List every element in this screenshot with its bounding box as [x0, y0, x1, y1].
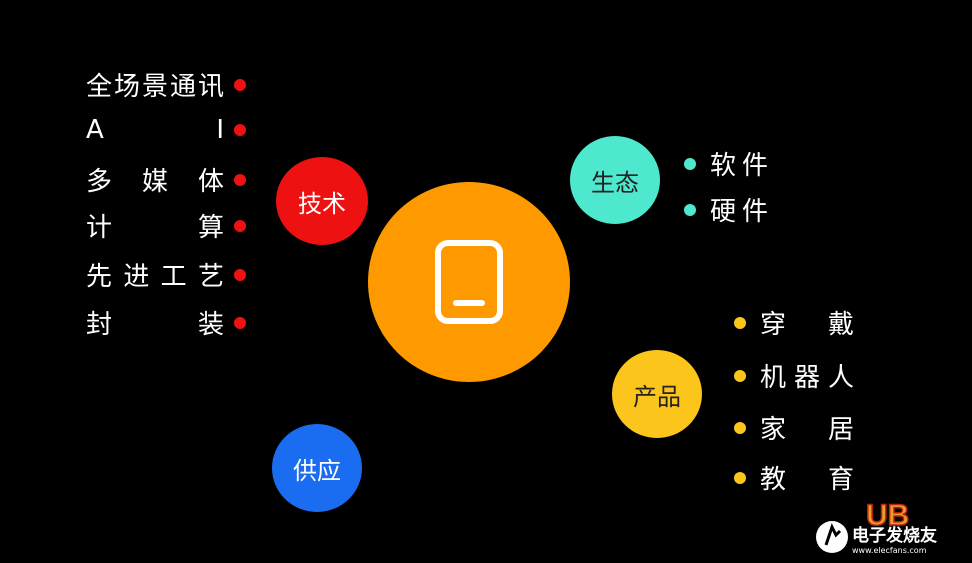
tech-item-label: 先进工艺 — [86, 262, 224, 292]
tech-item: 封装 — [86, 304, 246, 341]
red-bullet-dot — [234, 78, 246, 91]
teal-bullet-dot — [684, 157, 696, 170]
svg-text:电子发烧友: 电子发烧友 — [852, 525, 937, 546]
tech-label: 技术 — [298, 189, 346, 218]
tech-item: 多媒体 — [86, 161, 246, 198]
supply-label: 供应 — [293, 456, 341, 485]
product-item: 穿戴 — [734, 304, 854, 341]
yellow-bullet-dot — [734, 471, 746, 484]
tech-item-label: 全场景通讯 — [86, 72, 224, 102]
tech-item: 先进工艺 — [86, 256, 246, 293]
supply-circle: 供应 — [272, 424, 362, 512]
ecosystem-label: 生态 — [591, 168, 639, 197]
tablet-icon — [435, 240, 503, 324]
ecosystem-item: 硬件 — [684, 191, 768, 228]
product-item: 教育 — [734, 459, 854, 496]
product-item-label: 家居 — [760, 415, 854, 445]
tech-item-label: 计算 — [86, 213, 224, 243]
red-bullet-dot — [234, 268, 246, 281]
elecfans-watermark-logo: UB 电子发烧友 www.elecfans.com — [816, 498, 937, 555]
product-circle: 产品 — [612, 350, 702, 438]
yellow-bullet-dot — [734, 316, 746, 329]
yellow-bullet-dot — [734, 421, 746, 434]
red-bullet-dot — [234, 173, 246, 186]
yellow-bullet-dot — [734, 369, 746, 382]
teal-bullet-dot — [684, 203, 696, 216]
product-item-label: 教育 — [760, 465, 854, 495]
red-bullet-dot — [234, 219, 246, 232]
tech-circle: 技术 — [276, 157, 368, 245]
tech-item-label: 多媒体 — [86, 167, 224, 197]
ecosystem-item-label: 硬件 — [710, 197, 768, 227]
ecosystem-circle: 生态 — [570, 136, 660, 224]
svg-text:UB: UB — [866, 499, 909, 532]
tech-item: 计算 — [86, 207, 246, 244]
tech-item-label: 封装 — [86, 310, 224, 340]
center-circle — [368, 182, 570, 382]
ecosystem-item: 软件 — [684, 145, 768, 182]
product-item: 机器人 — [734, 357, 854, 394]
ecosystem-item-label: 软件 — [710, 151, 768, 181]
red-bullet-dot — [234, 316, 246, 329]
product-item: 家居 — [734, 409, 854, 446]
tech-item: 全场景通讯 — [86, 66, 246, 103]
product-item-label: 机器人 — [760, 363, 854, 393]
svg-text:www.elecfans.com: www.elecfans.com — [852, 546, 927, 555]
product-label: 产品 — [633, 382, 681, 411]
red-bullet-dot — [234, 124, 246, 136]
product-item-label: 穿戴 — [760, 310, 854, 340]
